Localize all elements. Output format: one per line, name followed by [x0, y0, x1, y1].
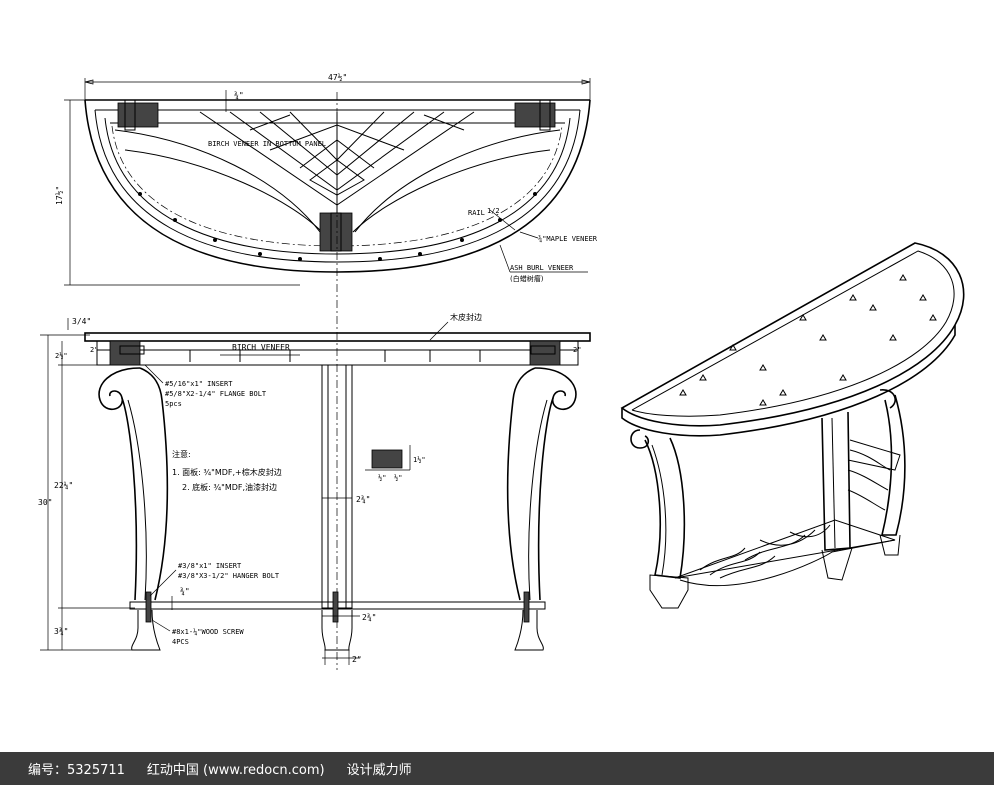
- top-offset-label: ¾": [234, 91, 244, 100]
- right-setback-label: 2": [573, 346, 581, 354]
- notes-title: 注意:: [172, 449, 191, 459]
- apron-veneer-label: BIRCH VENEER: [232, 343, 290, 352]
- hanger-bolt-note: #3/8"X3-1/2" HANGER BOLT: [178, 572, 280, 580]
- perspective-view: [620, 242, 965, 609]
- depth-label: 17½": [54, 186, 64, 205]
- edge-note: 木皮封边: [450, 312, 482, 322]
- left-setback-label: 2": [90, 346, 98, 354]
- screw-qty: 4PCS: [172, 638, 189, 646]
- foot-height-label: 3¾": [54, 627, 68, 636]
- leg-height-label: 22¼": [54, 481, 73, 490]
- watermark-footer: 编号：5325711 红动中国 (www.redocn.com) 设计威力师: [0, 752, 994, 785]
- category-label: 设计威力师: [346, 763, 412, 778]
- note-2: 2. 底板: ¾"MDF,油漆封边: [182, 482, 277, 492]
- ash-burl-note: (白蜡树瘤): [510, 274, 544, 283]
- front-view: BIRCH VENEER 木皮封边 3/4" 2½" 30" 22¼" 3¾" …: [38, 312, 591, 665]
- rail-section-detail: 1½" ½" ½": [365, 445, 426, 482]
- ash-burl-veneer-label: ASH BURL VENEER: [510, 264, 574, 272]
- hanger-insert-note: #3/8"x1" INSERT: [178, 562, 242, 570]
- rail-size: 1/2: [487, 207, 500, 215]
- section-dim-left: ½": [378, 474, 386, 482]
- overall-width-label: 47½": [328, 72, 347, 82]
- flange-bolt-qty: 5pcs: [165, 400, 182, 408]
- plan-view: 47½" 17½": [54, 72, 598, 670]
- section-dim-right: ½": [394, 474, 402, 482]
- apron-height-label: 2½": [55, 352, 68, 360]
- foot-width-label: 2": [352, 655, 362, 664]
- flange-bolt-note: #5/8"X2-1/4" FLANGE BOLT: [165, 390, 267, 398]
- maple-veneer-label: ¾"MAPLE VENEER: [538, 235, 598, 243]
- insert-note: #5/16"x1" INSERT: [165, 380, 233, 388]
- center-leg-dim: 2¾": [362, 613, 376, 622]
- total-height-label: 30": [38, 498, 52, 507]
- screw-note: #8x1-¼"WOOD SCREW: [172, 628, 244, 636]
- section-dim-height: 1½": [413, 456, 426, 464]
- leg-width-label: 2¾": [356, 495, 370, 504]
- note-1: 1. 面板: ¾"MDF,+棕木皮封边: [172, 467, 282, 477]
- site-label: 红动中国 (www.redocn.com): [146, 763, 325, 778]
- image-id-label: 编号：5325711: [28, 763, 125, 778]
- top-thickness-label: 3/4": [72, 317, 91, 326]
- furniture-drawing: 47½" 17½": [38, 72, 965, 670]
- shelf-thickness-label: ¾": [180, 587, 190, 596]
- rail-label: RAIL: [468, 209, 485, 217]
- bottom-panel-note: BIRCH VENEER IN BOTTOM PANEL: [208, 140, 326, 148]
